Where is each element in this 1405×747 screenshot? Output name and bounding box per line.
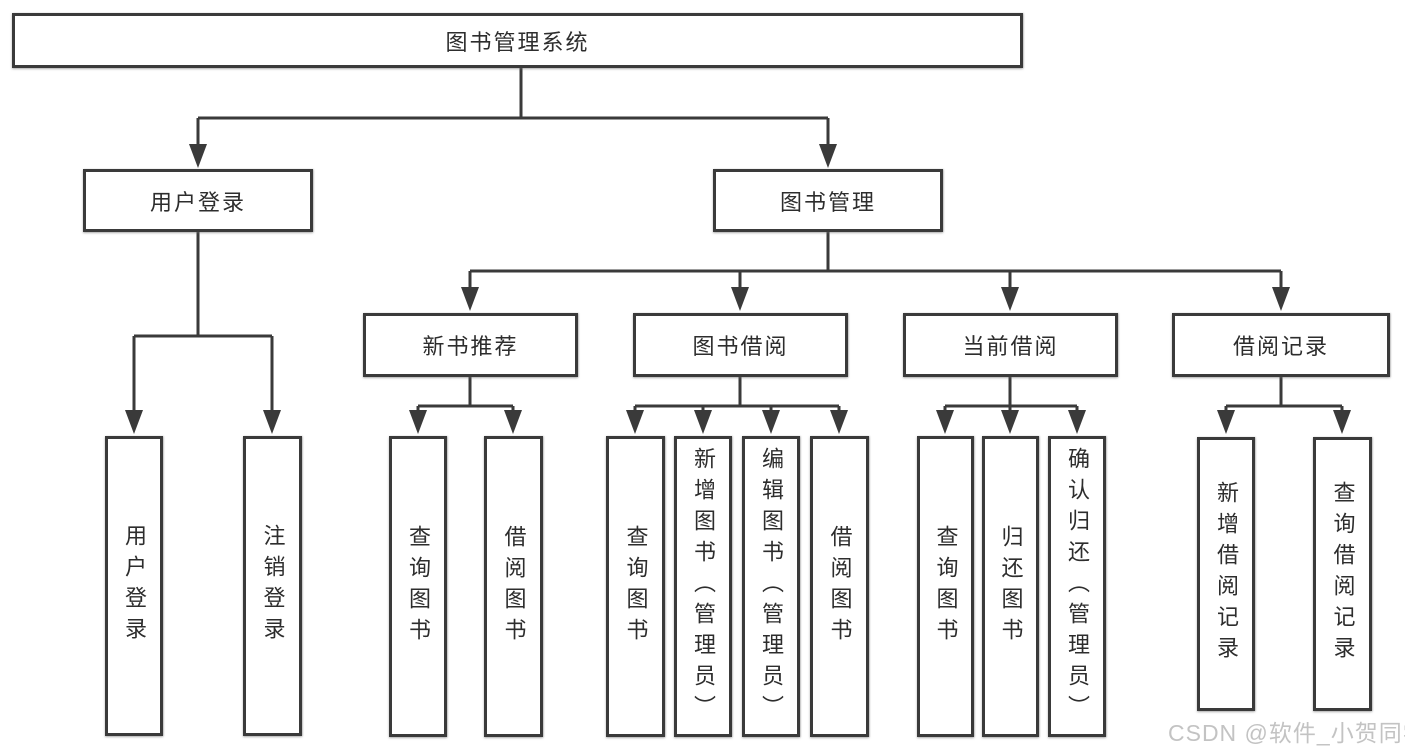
leaf-query-books-3: 查询图书: [917, 436, 974, 737]
leaf-label: 借阅图书: [827, 524, 853, 649]
csdn-watermark: CSDN @软件_小贺同学: [1168, 720, 1405, 746]
leaf-label: 用户登录: [122, 524, 147, 648]
leaf-label: 查询借阅记录: [1330, 481, 1356, 667]
leaf-query-books-1: 查询图书: [389, 436, 447, 737]
arrowhead: [1333, 410, 1351, 434]
leaf-add-book-admin: 新增图书（管理员）: [674, 436, 732, 737]
arrowhead: [189, 144, 207, 168]
arrowhead: [626, 410, 644, 434]
node-book-management: 图书管理: [713, 169, 943, 232]
leaf-user-login: 用户登录: [105, 436, 163, 736]
leaf-borrow-books-1: 借阅图书: [484, 436, 543, 737]
connector-userlogin-branch: [132, 230, 274, 412]
connector-bookborrow-branch: [633, 377, 841, 412]
arrowhead: [125, 410, 143, 434]
node-borrowing-records: 借阅记录: [1172, 313, 1390, 377]
arrowhead: [936, 410, 954, 434]
leaf-label: 新增借阅记录: [1214, 481, 1239, 667]
leaf-label: 归还图书: [998, 524, 1024, 649]
leaf-label: 注销登录: [260, 524, 286, 648]
connector-bookmgmt-to-level3: [468, 230, 1283, 289]
arrowhead: [1001, 410, 1019, 434]
leaf-edit-book-admin: 编辑图书（管理员）: [742, 436, 800, 737]
arrowhead: [762, 410, 780, 434]
leaf-confirm-return-admin: 确认归还（管理员）: [1048, 436, 1106, 737]
connector-currentborrow-branch: [943, 377, 1079, 412]
arrowhead: [1272, 287, 1290, 311]
leaf-query-books-2: 查询图书: [606, 436, 665, 737]
arrowhead: [409, 410, 427, 434]
node-book-borrowing: 图书借阅: [633, 313, 848, 377]
leaf-label: 查询图书: [623, 524, 649, 649]
leaf-logout: 注销登录: [243, 436, 302, 736]
leaf-label: 确认归还（管理员）: [1065, 447, 1090, 726]
node-user-login: 用户登录: [83, 169, 313, 232]
arrowhead: [694, 410, 712, 434]
leaf-label: 查询图书: [933, 524, 959, 649]
arrowhead: [819, 144, 837, 168]
arrowhead: [1068, 410, 1086, 434]
leaf-label: 编辑图书（管理员）: [759, 447, 784, 726]
leaf-add-borrowing-record: 新增借阅记录: [1197, 437, 1255, 711]
leaf-borrow-books-2: 借阅图书: [810, 436, 869, 737]
arrowhead: [504, 410, 522, 434]
connector-borrowrecord-branch: [1224, 377, 1344, 412]
node-new-book-recommendation: 新书推荐: [363, 313, 578, 377]
arrowhead: [1217, 410, 1235, 434]
leaf-label: 借阅图书: [501, 524, 527, 649]
connector-root-to-level2: [196, 68, 830, 146]
node-root-library-management-system: 图书管理系统: [12, 13, 1023, 68]
arrowhead: [731, 287, 749, 311]
leaf-query-borrowing-record: 查询借阅记录: [1313, 437, 1372, 711]
node-current-borrowing: 当前借阅: [903, 313, 1118, 377]
arrowhead: [263, 410, 281, 434]
leaf-return-books: 归还图书: [982, 436, 1039, 737]
arrowhead: [830, 410, 848, 434]
arrowhead: [461, 287, 479, 311]
arrowhead: [1001, 287, 1019, 311]
leaf-label: 新增图书（管理员）: [691, 447, 716, 726]
leaf-label: 查询图书: [406, 524, 431, 649]
connector-newbook-branch: [416, 377, 515, 412]
